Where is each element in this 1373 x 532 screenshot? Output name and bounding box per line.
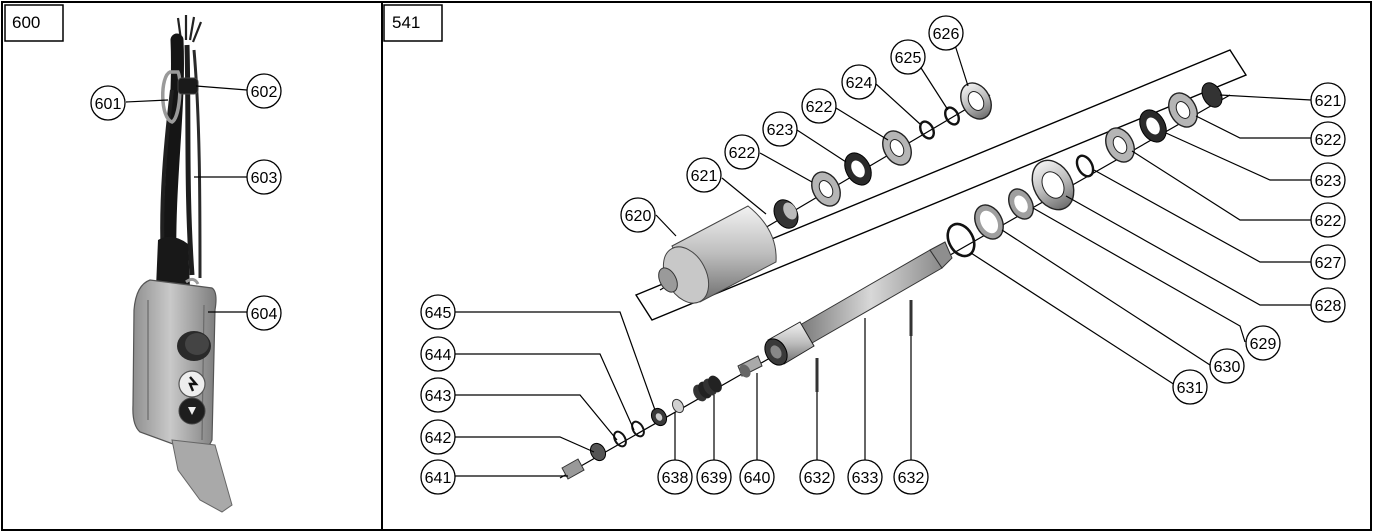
callout-640: 640 bbox=[739, 459, 775, 495]
pendant-leaders bbox=[125, 85, 248, 313]
callout-645: 645 bbox=[420, 294, 456, 330]
svg-text:645: 645 bbox=[425, 305, 452, 322]
svg-text:632: 632 bbox=[898, 470, 925, 487]
callout-620: 620 bbox=[620, 197, 656, 233]
callout-622-right-b: 622 bbox=[1310, 202, 1346, 238]
svg-text:639: 639 bbox=[701, 470, 728, 487]
svg-text:633: 633 bbox=[852, 470, 879, 487]
callout-631: 631 bbox=[1172, 369, 1208, 405]
svg-text:603: 603 bbox=[251, 170, 278, 187]
panel-541: 541 bbox=[381, 1, 1372, 531]
part-621-upper-bearing bbox=[773, 199, 799, 229]
callout-644: 644 bbox=[420, 336, 456, 372]
svg-text:629: 629 bbox=[1250, 336, 1277, 353]
callout-603: 603 bbox=[246, 159, 282, 195]
svg-text:638: 638 bbox=[662, 470, 689, 487]
svg-text:628: 628 bbox=[1315, 298, 1342, 315]
lower-right-stack bbox=[946, 82, 1223, 258]
assembly-group-outline bbox=[634, 49, 1248, 321]
callout-643: 643 bbox=[420, 377, 456, 413]
svg-text:625: 625 bbox=[895, 50, 922, 67]
svg-text:631: 631 bbox=[1177, 380, 1204, 397]
svg-text:622: 622 bbox=[729, 145, 756, 162]
callout-642: 642 bbox=[420, 419, 456, 455]
svg-text:640: 640 bbox=[744, 470, 771, 487]
svg-text:602: 602 bbox=[251, 84, 278, 101]
svg-text:622: 622 bbox=[806, 99, 833, 116]
callout-604: 604 bbox=[246, 295, 282, 331]
svg-text:624: 624 bbox=[846, 75, 873, 92]
callout-601: 601 bbox=[90, 85, 126, 121]
callout-622-upper-a: 622 bbox=[724, 134, 760, 170]
svg-text:622: 622 bbox=[1315, 213, 1342, 230]
callout-621-right: 621 bbox=[1310, 82, 1346, 118]
svg-text:642: 642 bbox=[425, 430, 452, 447]
svg-text:621: 621 bbox=[691, 168, 718, 185]
callout-623-right: 623 bbox=[1310, 162, 1346, 198]
svg-text:623: 623 bbox=[1315, 173, 1342, 190]
svg-text:632: 632 bbox=[804, 470, 831, 487]
callout-626: 626 bbox=[928, 15, 964, 51]
callout-632-right: 632 bbox=[893, 459, 929, 495]
svg-text:626: 626 bbox=[933, 26, 960, 43]
callout-621-upper: 621 bbox=[686, 157, 722, 193]
upper-washers bbox=[811, 82, 992, 207]
lower-left-small-parts bbox=[561, 355, 763, 480]
callout-632-left: 632 bbox=[799, 459, 835, 495]
callout-641: 641 bbox=[420, 459, 456, 495]
pendant-control-illustration bbox=[132, 15, 233, 513]
svg-text:621: 621 bbox=[1315, 93, 1342, 110]
svg-text:627: 627 bbox=[1315, 255, 1342, 272]
callout-622-right-a: 622 bbox=[1310, 121, 1346, 157]
part-633-shaft bbox=[764, 241, 953, 392]
svg-text:644: 644 bbox=[425, 347, 452, 364]
callout-623-upper: 623 bbox=[762, 111, 798, 147]
callout-628: 628 bbox=[1310, 287, 1346, 323]
callout-629: 629 bbox=[1245, 325, 1281, 361]
svg-text:630: 630 bbox=[1214, 359, 1241, 376]
panel-541-label: 541 bbox=[392, 13, 420, 32]
callout-624: 624 bbox=[841, 64, 877, 100]
svg-text:620: 620 bbox=[625, 208, 652, 225]
svg-text:641: 641 bbox=[425, 470, 452, 487]
svg-text:623: 623 bbox=[767, 122, 794, 139]
svg-text:643: 643 bbox=[425, 388, 452, 405]
callout-630: 630 bbox=[1209, 348, 1245, 384]
callout-625: 625 bbox=[890, 39, 926, 75]
panel-600-label: 600 bbox=[12, 13, 40, 32]
svg-text:604: 604 bbox=[251, 306, 278, 323]
callout-633: 633 bbox=[847, 459, 883, 495]
callout-627: 627 bbox=[1310, 244, 1346, 280]
callout-638: 638 bbox=[657, 459, 693, 495]
callout-602: 602 bbox=[246, 73, 282, 109]
svg-text:601: 601 bbox=[95, 96, 122, 113]
callout-622-upper-b: 622 bbox=[801, 88, 837, 124]
assembly-leaders bbox=[451, 44, 1312, 477]
callout-639: 639 bbox=[696, 459, 732, 495]
svg-text:622: 622 bbox=[1315, 132, 1342, 149]
part-620-rotor bbox=[658, 205, 777, 304]
